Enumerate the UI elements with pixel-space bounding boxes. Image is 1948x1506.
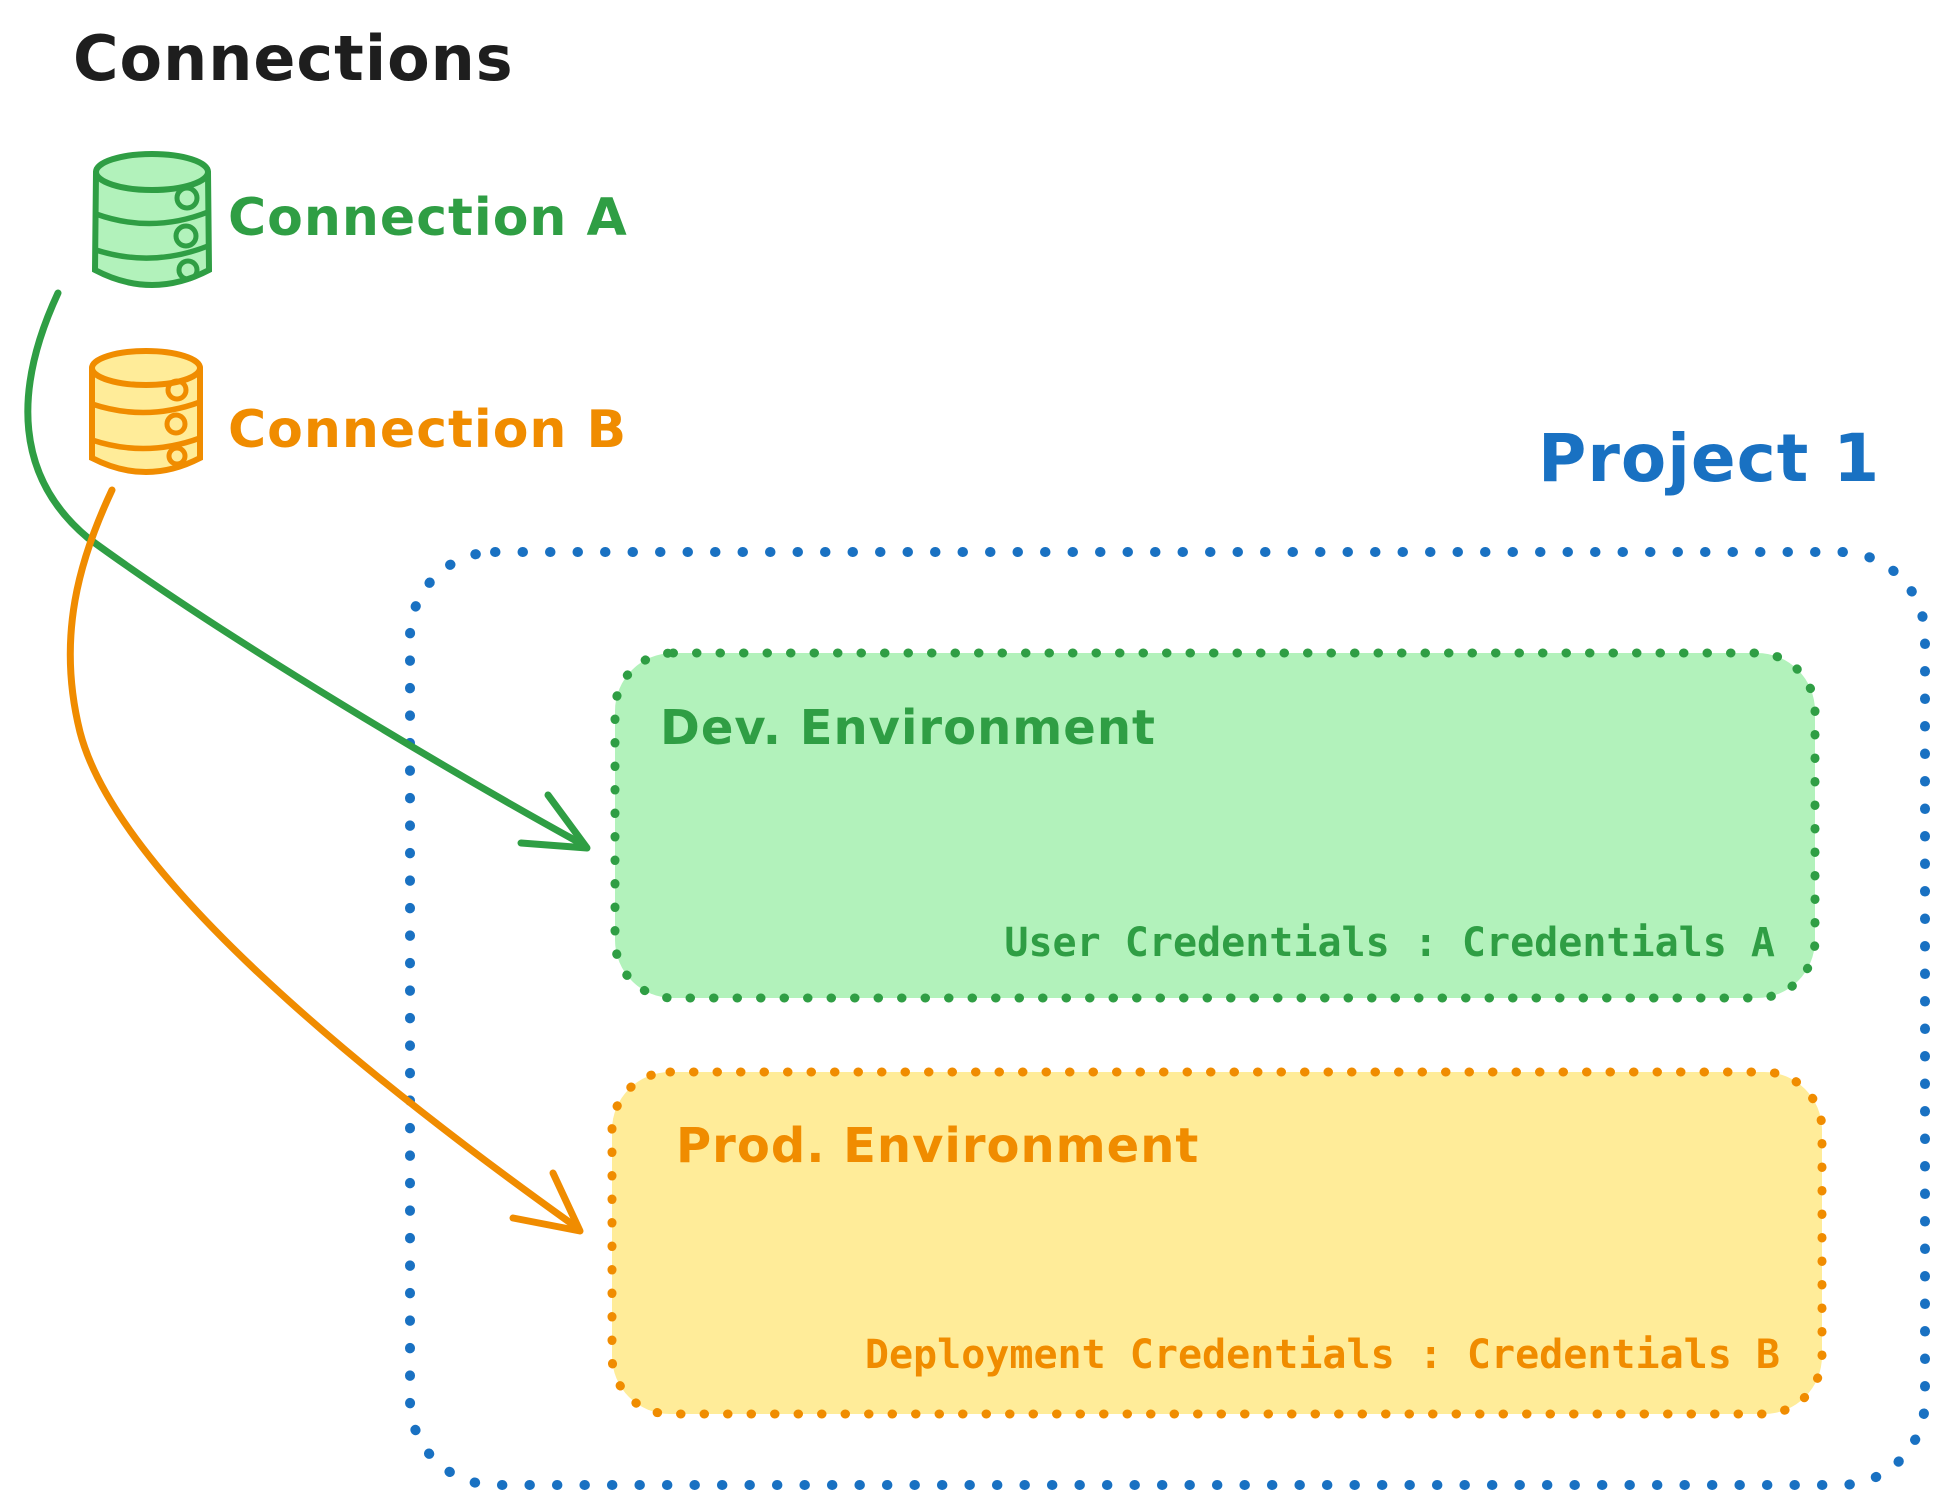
- cylinder-dot: [173, 223, 199, 249]
- arrowhead: [517, 791, 591, 852]
- cylinder-top: [89, 348, 203, 388]
- dev-environment-label: Dev. Environment: [660, 700, 1156, 756]
- cylinder-body-outline: [89, 365, 203, 475]
- diagram-title: Connections: [73, 22, 514, 95]
- cylinder-dot: [164, 412, 188, 436]
- cylinder-top: [93, 151, 211, 193]
- cylinder-dot: [166, 445, 188, 467]
- project-1-container-box[interactable]: [405, 547, 1930, 1490]
- arrow-curve: [24, 289, 584, 847]
- cylinder-band-line: [89, 435, 203, 452]
- connection-b-label: Connection B: [228, 400, 628, 460]
- prod-environment-box[interactable]: [607, 1067, 1827, 1419]
- arrowhead: [509, 1169, 584, 1235]
- cylinder-band-line: [93, 243, 211, 261]
- connection-a-to-dev-arrow[interactable]: [24, 289, 591, 852]
- prod-environment-label: Prod. Environment: [676, 1118, 1200, 1174]
- cylinder-dot: [174, 185, 200, 211]
- cylinder-band-line: [93, 209, 211, 227]
- project-1-label: Project 1: [1538, 420, 1881, 497]
- cylinder-dot: [176, 258, 200, 282]
- cylinder-band-line: [89, 399, 203, 416]
- cylinder-body-outline: [91, 169, 213, 288]
- dev-environment-credentials: User Credentials : Credentials A: [1004, 920, 1775, 966]
- connection-b-to-prod-arrow[interactable]: [66, 486, 584, 1235]
- cylinder-dot: [165, 378, 189, 402]
- dev-environment-box[interactable]: [610, 648, 1820, 1003]
- connection-b-database-icon[interactable]: [89, 348, 203, 475]
- prod-environment-credentials: Deployment Credentials : Credentials B: [864, 1332, 1780, 1378]
- arrow-curve: [66, 486, 576, 1228]
- connection-a-database-icon[interactable]: [91, 151, 213, 288]
- connection-a-label: Connection A: [228, 188, 628, 248]
